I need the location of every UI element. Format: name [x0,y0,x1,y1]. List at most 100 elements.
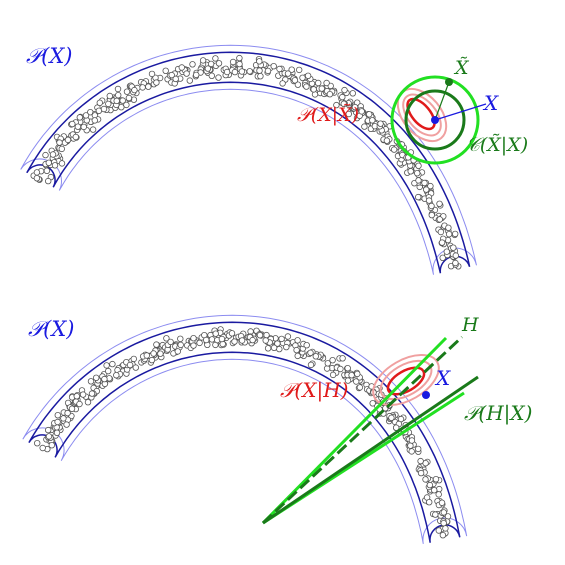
sample-point [132,364,139,371]
sample-point [58,160,66,167]
sample-point [438,239,446,246]
sample-point [68,405,76,412]
sample-point [208,72,215,79]
sample-point [329,357,336,364]
sample-point [422,476,429,483]
sample-point [39,444,46,452]
sample-point [58,145,65,153]
sample-point [130,355,137,363]
sample-point [104,367,112,375]
sample-point [212,330,219,337]
sample-point [84,399,92,406]
sample-point [315,79,322,87]
conditional-ellipse-inner [386,366,426,396]
sample-point [178,64,185,71]
sample-point [153,341,160,348]
sample-point [228,330,236,337]
sample-point [276,65,283,73]
sample-point [236,60,243,68]
sample-point [150,350,157,357]
sample-point [45,177,52,185]
sample-point [450,244,457,251]
sample-point [215,60,223,67]
sample-point [246,68,253,75]
density-outer-contour [22,314,468,544]
sample-point [53,429,61,436]
sample-point [415,445,422,453]
sample-point [72,133,79,141]
sample-point [119,97,126,104]
sample-point [49,151,57,158]
sample-point [189,61,196,68]
sample-point [414,169,421,177]
sample-point [87,378,95,385]
sample-point [64,409,71,417]
x-label-bottom: X [434,366,451,390]
sample-point [123,101,130,109]
density-inner-contour [28,321,461,543]
xtilde-label: X̃ [453,57,470,79]
sample-point [423,186,430,193]
sample-point [123,88,131,95]
sample-point [109,360,116,368]
sample-point [294,337,301,344]
h-label: H [461,314,479,336]
sample-point [148,70,156,78]
sample-point [426,499,433,506]
sample-point [113,97,120,105]
sample-point [303,342,310,349]
sample-point [383,137,391,144]
sample-point [139,84,146,91]
sample-point [291,77,299,84]
sample-points [34,326,452,539]
sample-point [294,81,302,88]
sample-point [263,331,270,339]
sample-point [339,93,346,101]
sample-point [276,345,283,353]
sample-point [417,469,425,477]
sample-point [284,333,292,340]
sample-point [303,83,310,90]
sample-point [196,339,203,347]
h-dashed-line [261,335,464,525]
sample-point [76,400,83,408]
sample-point [390,146,398,153]
sample-point [125,94,133,102]
sample-point [415,177,422,184]
sample-point [361,123,368,130]
sample-point [432,511,439,518]
sample-point [333,101,340,109]
sample-point [283,343,290,351]
sample-point [323,365,331,372]
sample-point [369,400,376,407]
sample-point [42,151,49,159]
sample-point [428,202,435,210]
conditional-ellipse-inner [406,97,436,131]
sample-point [190,342,197,349]
sample-point [426,481,434,489]
sample-point [131,86,138,94]
sample-point [324,360,331,367]
sample-point [101,375,108,383]
sample-point [212,55,219,62]
sample-point [69,120,76,128]
sample-point [229,58,237,66]
sample-point [344,377,352,384]
sample-point [436,216,443,223]
sample-point [54,412,61,419]
conditional-ellipse-mid [402,93,442,137]
sample-point [428,211,435,219]
sample-point [440,520,447,527]
sample-point [51,162,59,169]
sample-point [436,200,443,207]
sample-point [288,66,295,73]
xtilde-pointer-line [434,81,450,121]
sample-point [64,136,72,144]
sample-point [358,108,365,115]
sample-point [105,100,112,108]
sample-point [421,179,428,187]
sample-point [427,182,434,190]
sample-point [126,361,134,369]
sample-point [326,90,334,98]
